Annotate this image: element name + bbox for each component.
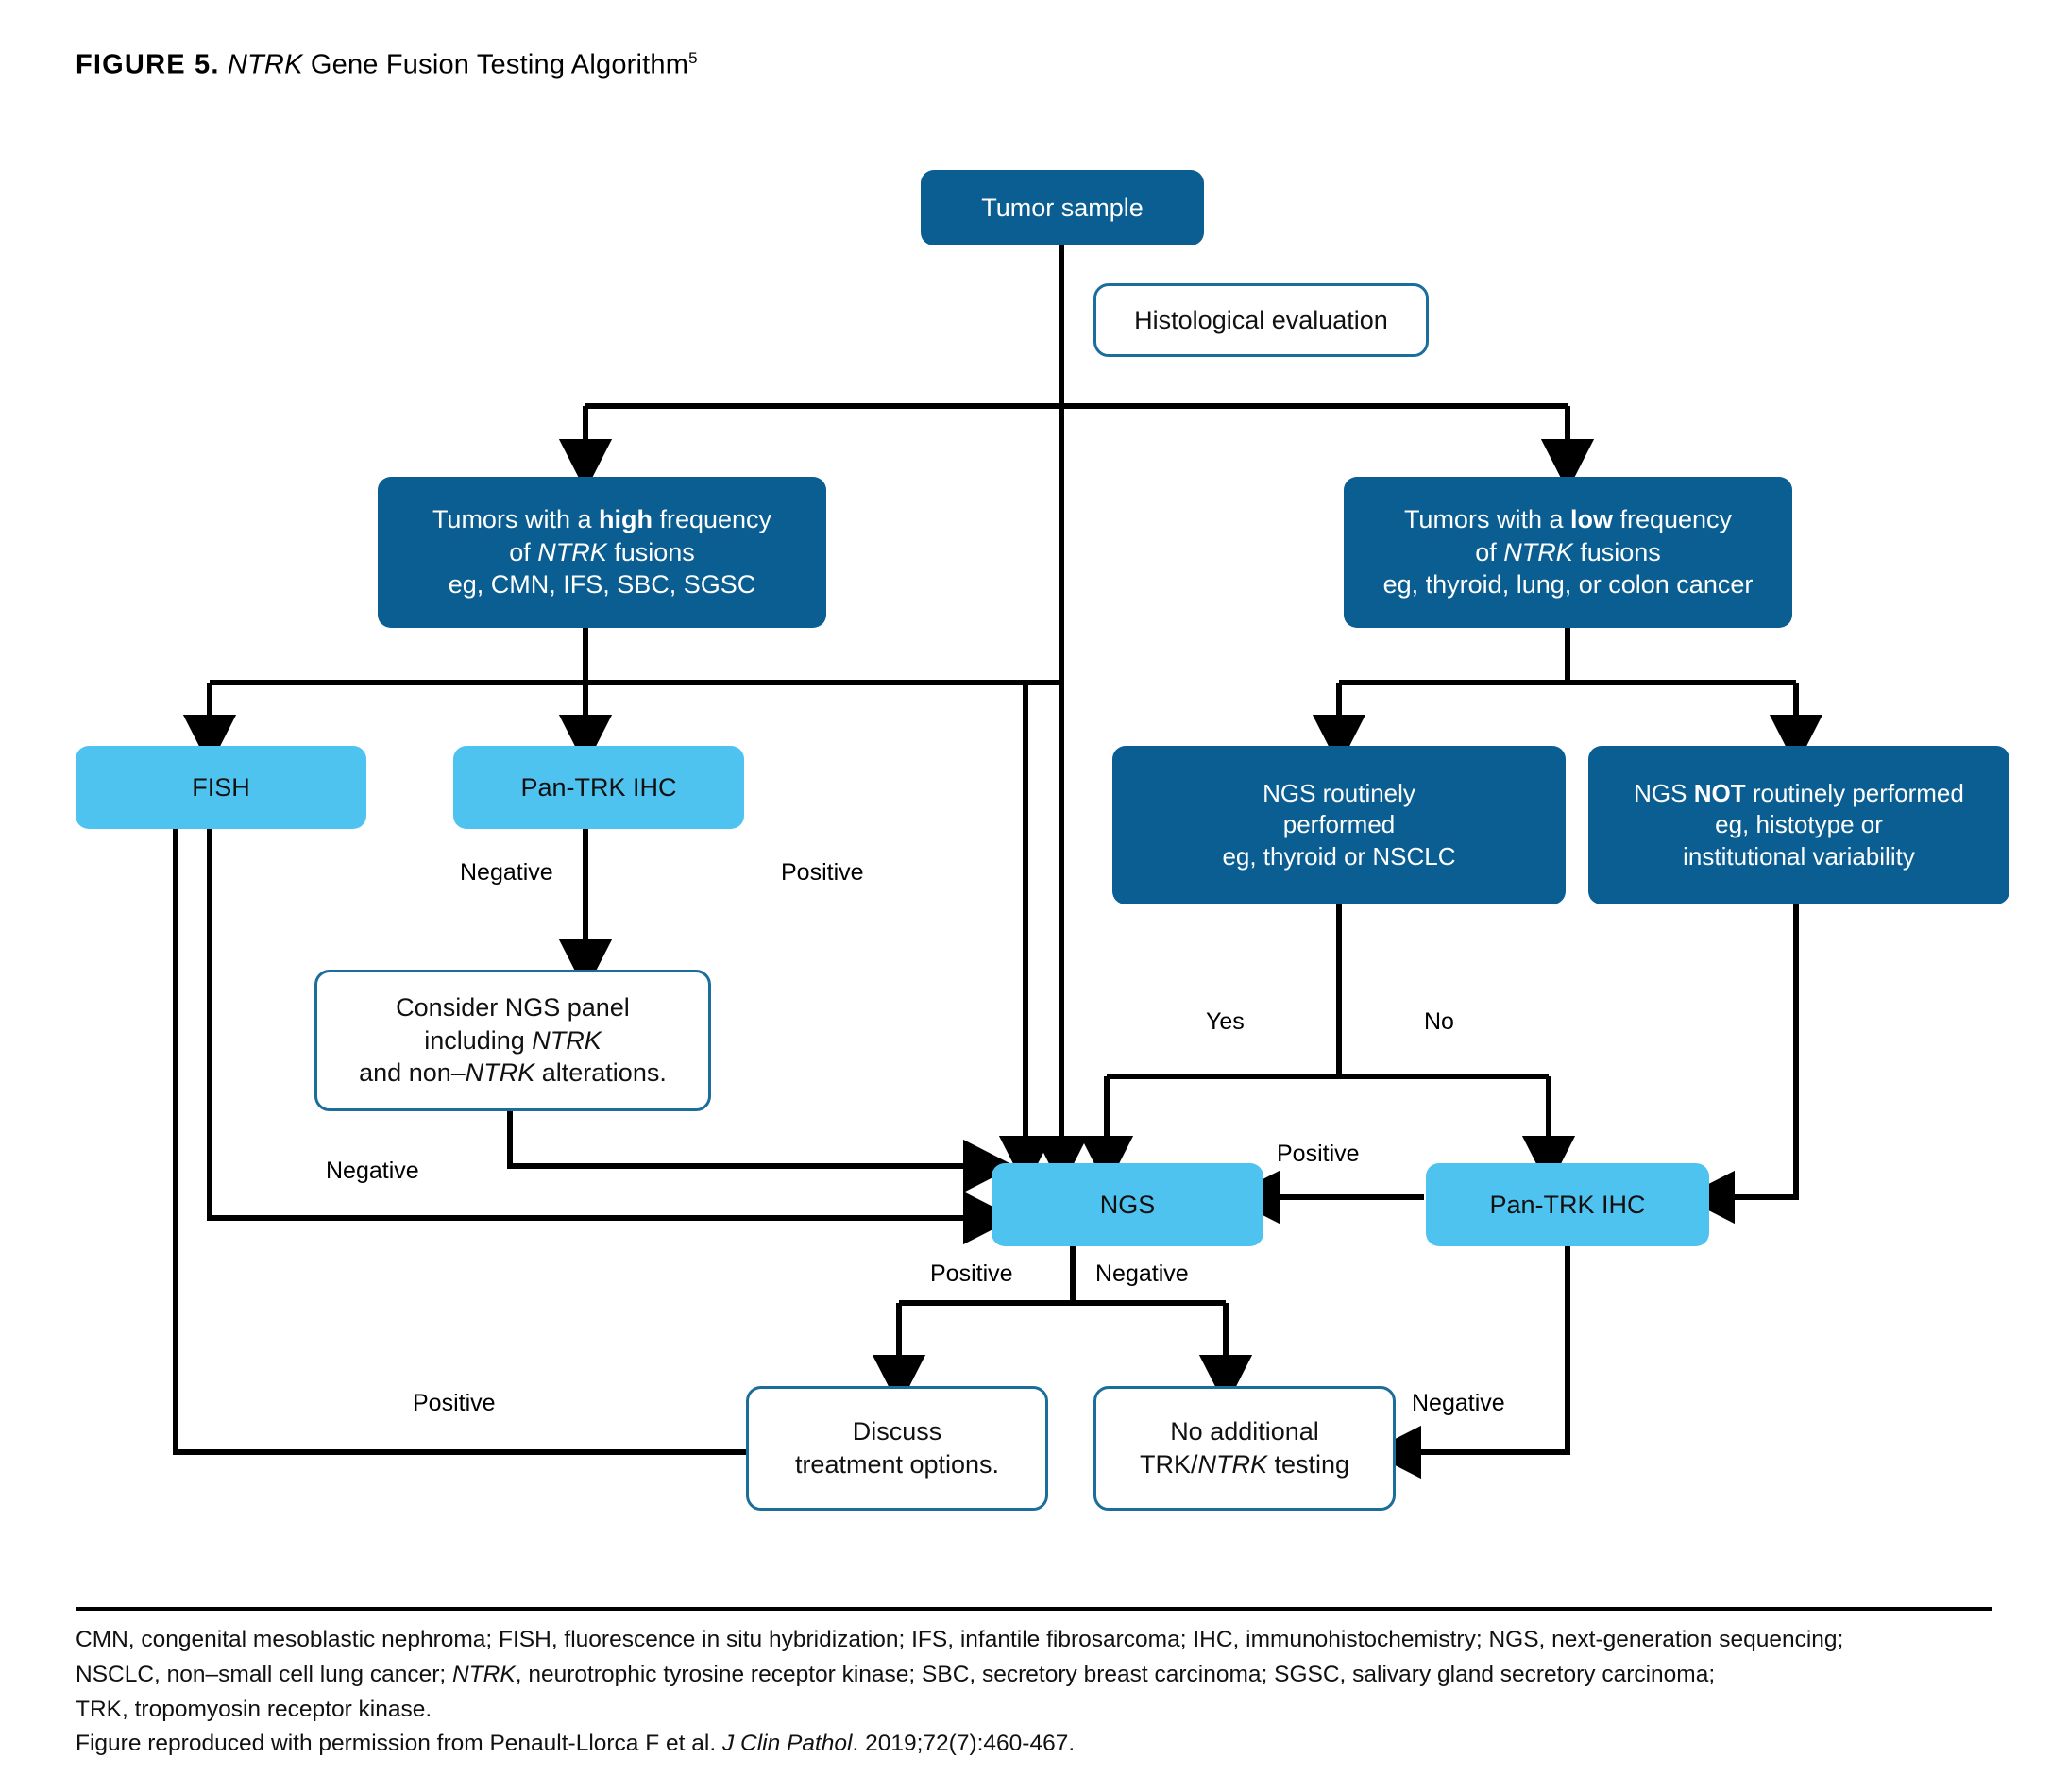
edge-label-ihc-right-positive: Positive: [1277, 1141, 1360, 1167]
node-no-additional-testing[interactable]: No additional TRK/NTRK testing: [1093, 1386, 1396, 1511]
node-high-frequency-tumors[interactable]: Tumors with a high frequency of NTRK fus…: [378, 477, 826, 628]
edge-label-ngs-positive: Positive: [930, 1260, 1013, 1287]
edge-label-yes: Yes: [1206, 1008, 1245, 1035]
edge-label-ihc-right-negative: Negative: [1412, 1390, 1505, 1416]
footnote-abbreviations: CMN, congenital mesoblastic nephroma; FI…: [76, 1627, 1844, 1723]
node-ngs[interactable]: NGS: [992, 1163, 1263, 1246]
figure-title-superscript: 5: [688, 49, 698, 67]
node-ngs-not-routinely-performed[interactable]: NGS NOT routinely performed eg, histotyp…: [1588, 746, 2009, 904]
edge-label-ihc-left-positive: Positive: [781, 859, 864, 886]
node-consider-ngs-panel[interactable]: Consider NGS panel including NTRK and no…: [314, 970, 711, 1111]
node-pan-trk-ihc-right[interactable]: Pan-TRK IHC: [1426, 1163, 1709, 1246]
figure-title-gene: NTRK: [227, 49, 303, 80]
node-fish[interactable]: FISH: [76, 746, 366, 829]
figure-title-rest: Gene Fusion Testing Algorithm: [302, 49, 689, 80]
page-title: FIGURE 5. NTRK Gene Fusion Testing Algor…: [76, 49, 698, 81]
edge-label-ngs-negative: Negative: [1095, 1260, 1189, 1287]
node-low-frequency-tumors[interactable]: Tumors with a low frequency of NTRK fusi…: [1344, 477, 1792, 628]
node-histological-evaluation[interactable]: Histological evaluation: [1093, 283, 1429, 357]
footnote-divider: [76, 1607, 1992, 1611]
edge-label-consider-negative: Negative: [326, 1158, 419, 1184]
figure-label: FIGURE 5.: [76, 49, 220, 80]
node-tumor-sample[interactable]: Tumor sample: [921, 170, 1204, 245]
node-ngs-routinely-performed[interactable]: NGS routinely performed eg, thyroid or N…: [1112, 746, 1566, 904]
node-discuss-treatment-options[interactable]: Discuss treatment options.: [746, 1386, 1048, 1511]
node-pan-trk-ihc-left[interactable]: Pan-TRK IHC: [453, 746, 744, 829]
footnote-permission: Figure reproduced with permission from P…: [76, 1731, 1076, 1756]
flow-connectors: [173, 245, 1823, 1479]
edge-label-no: No: [1424, 1008, 1454, 1035]
edge-label-ihc-left-negative: Negative: [460, 859, 553, 886]
edge-label-fish-positive: Positive: [413, 1390, 496, 1416]
flowchart: Tumor sample Histological evaluation Tum…: [76, 170, 2009, 1511]
